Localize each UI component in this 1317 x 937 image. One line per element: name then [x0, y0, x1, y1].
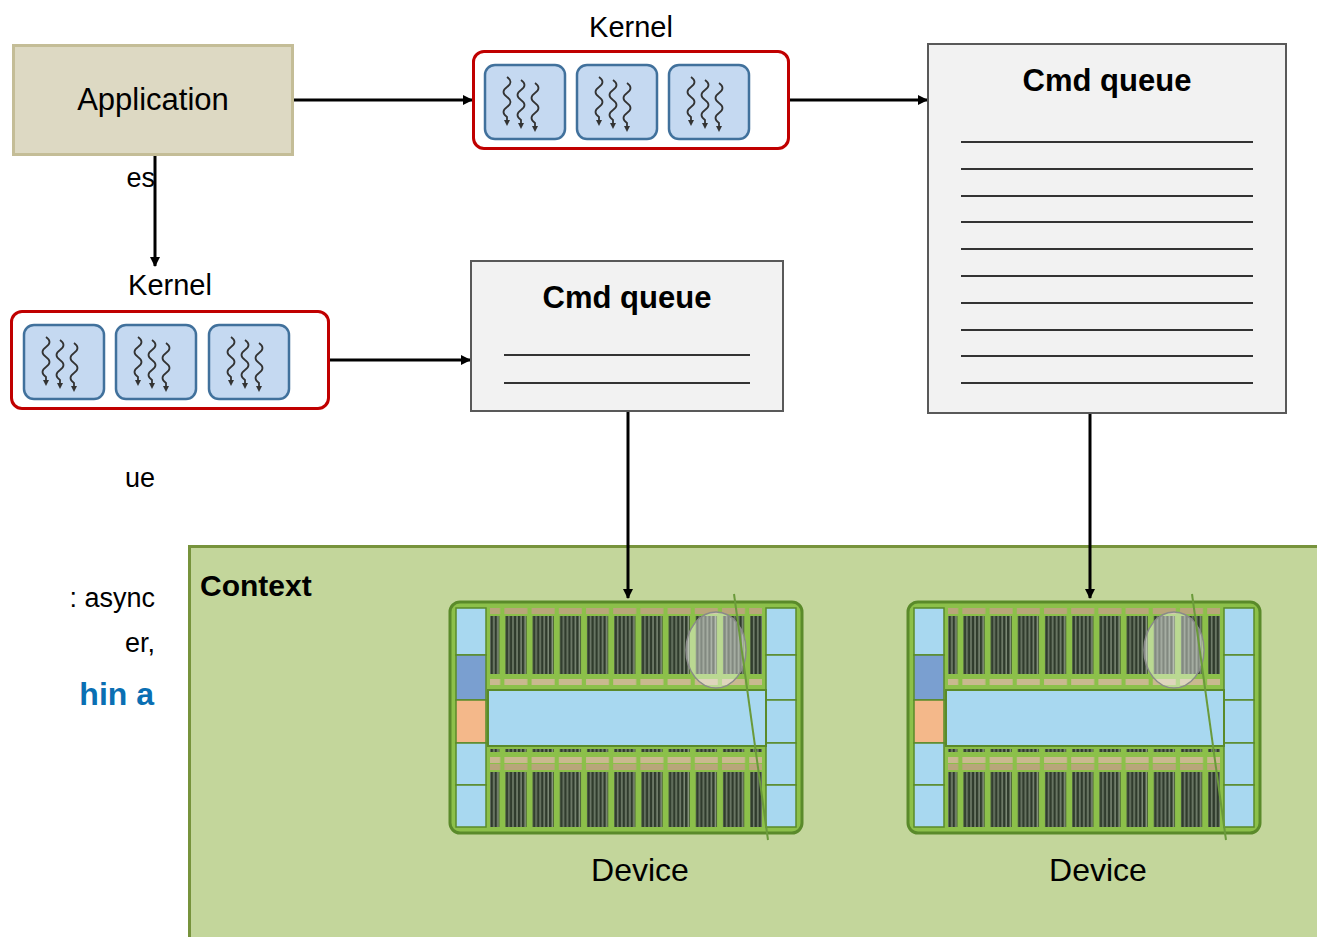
slide-text-fragment: es [126, 163, 155, 194]
queue-entry-line [961, 195, 1253, 197]
kernel-heading: Kernel [10, 268, 330, 302]
work-group-icon [575, 63, 659, 141]
gpu-chip-illustration [906, 600, 1262, 835]
device-label: Device [906, 852, 1290, 889]
context-region: ContextDevice Device [188, 545, 1317, 937]
box-label: Application [77, 82, 229, 118]
context-heading: Context [200, 569, 312, 603]
flow-arrow [1089, 414, 1092, 598]
queue-heading: Cmd queue [472, 280, 782, 316]
work-group-icon [114, 323, 198, 401]
work-group-icon [207, 323, 291, 401]
slide-text-fragment: hin a [79, 676, 154, 713]
kernel-group: Kernel [10, 268, 330, 410]
queue-entry-line [961, 275, 1253, 277]
flow-arrow [627, 412, 630, 598]
device: Device [906, 600, 1290, 900]
queue-entry-line [961, 248, 1253, 250]
gpu-chip-illustration [448, 600, 804, 835]
queue-entry-line [961, 329, 1253, 331]
kernel-outline [10, 310, 330, 410]
kernel-outline [472, 50, 790, 150]
flow-arrow [294, 99, 472, 102]
command-queue: Cmd queue [470, 260, 784, 412]
application-box: Application [12, 44, 294, 156]
kernel-group: Kernel [472, 10, 790, 150]
command-queue: Cmd queue [927, 43, 1287, 414]
kernel-heading: Kernel [472, 10, 790, 44]
queue-heading: Cmd queue [929, 63, 1285, 99]
slide-text-fragment: ue [125, 463, 155, 494]
slide-text-fragment: : async [69, 583, 155, 614]
device: Device [448, 600, 832, 900]
queue-entry-line [961, 355, 1253, 357]
device-label: Device [448, 852, 832, 889]
work-group-icon [667, 63, 751, 141]
queue-entry-line [504, 382, 750, 384]
queue-entry-line [961, 168, 1253, 170]
flow-arrow [790, 99, 927, 102]
flow-arrow [330, 359, 470, 362]
work-group-icon [483, 63, 567, 141]
queue-entry-line [504, 354, 750, 356]
work-group-icon [22, 323, 106, 401]
queue-entry-line [961, 382, 1253, 384]
queue-entry-line [961, 302, 1253, 304]
queue-entry-line [961, 221, 1253, 223]
slide-text-fragment: er, [125, 628, 155, 659]
queue-entry-line [961, 141, 1253, 143]
